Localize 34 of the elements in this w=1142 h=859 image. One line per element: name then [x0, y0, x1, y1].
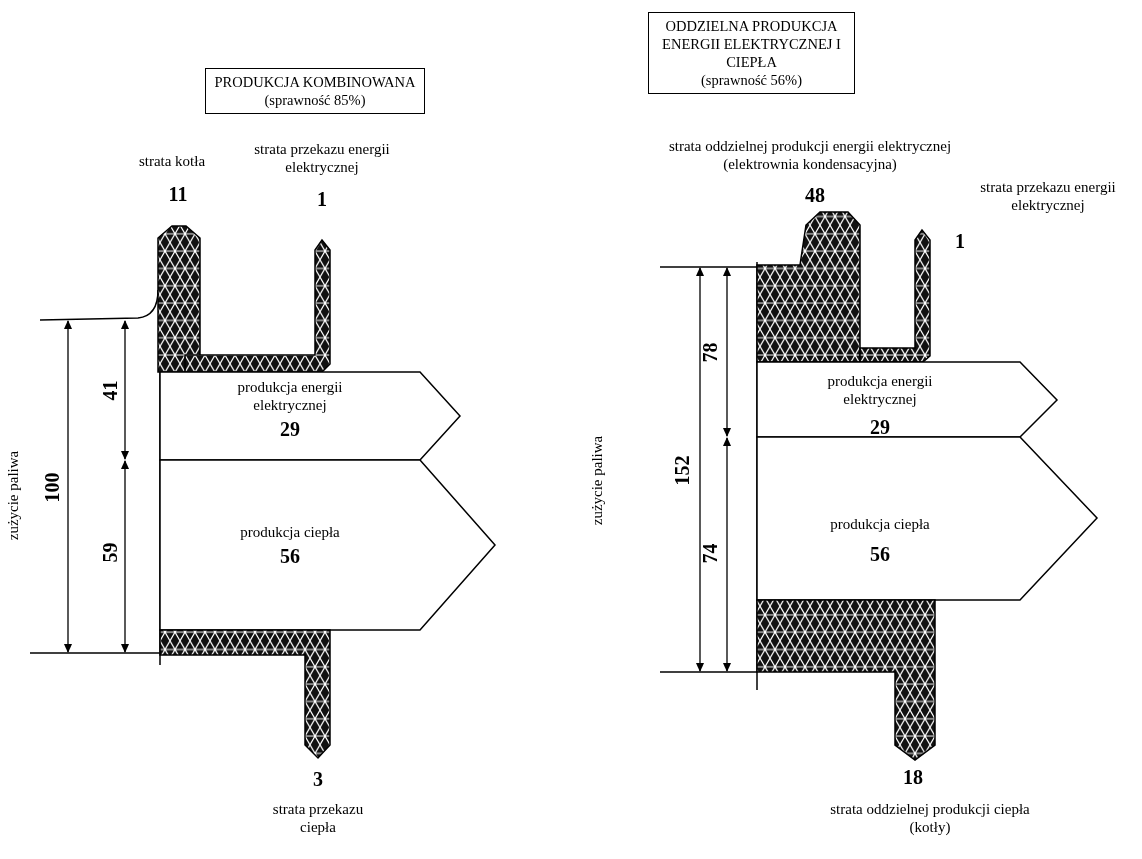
flow-label: produkcja ciepła	[829, 515, 931, 533]
flow-label: strata oddzielnej produkcji energii elektrycznej (elektrownia kondensacyjna)	[667, 137, 953, 173]
dimension-value: 100	[40, 472, 64, 502]
value-number: 56	[279, 547, 301, 565]
axis-label: zużycie paliwa	[589, 435, 607, 525]
value-number: 1	[954, 232, 966, 250]
flow-label: strata przekazu ciepła	[271, 800, 365, 836]
title-text: ODDZIELNA PRODUKCJA ENERGII ELEKTRYCZNEJ I CIEPŁA	[661, 17, 842, 71]
value-number: 1	[316, 190, 328, 208]
value-number: 11	[167, 185, 189, 203]
title-box	[205, 68, 425, 114]
flow-label: strata przekazu energii elektrycznej	[979, 178, 1117, 214]
flow-label: produkcja energii elektrycznej	[826, 372, 934, 408]
efficiency-text: (sprawność 85%)	[263, 91, 367, 109]
title-text: PRODUKCJA KOMBINOWANA	[213, 73, 417, 91]
dimension-value: 74	[698, 543, 722, 563]
value-number: 56	[869, 545, 891, 563]
value-number: 48	[804, 186, 826, 204]
flow-label: strata przekazu energii elektrycznej	[253, 140, 391, 176]
flow-label: produkcja ciepła	[239, 523, 341, 541]
flow-label: strata oddzielnej produkcji ciepła (kotły)	[829, 800, 1031, 836]
flow-label: strata kotła	[137, 152, 207, 170]
dimension-value: 78	[698, 342, 722, 362]
title-box	[648, 12, 855, 94]
value-number: 3	[312, 770, 324, 788]
value-number: 29	[869, 418, 891, 436]
flow-label: produkcja energii elektrycznej	[236, 378, 344, 414]
dimension-value: 41	[98, 380, 122, 400]
value-number: 18	[902, 768, 924, 786]
dimension-value: 152	[670, 455, 694, 485]
efficiency-text: (sprawność 56%)	[699, 71, 804, 89]
value-number: 29	[279, 420, 301, 438]
axis-label: zużycie paliwa	[5, 450, 23, 540]
dimension-value: 59	[98, 542, 122, 562]
